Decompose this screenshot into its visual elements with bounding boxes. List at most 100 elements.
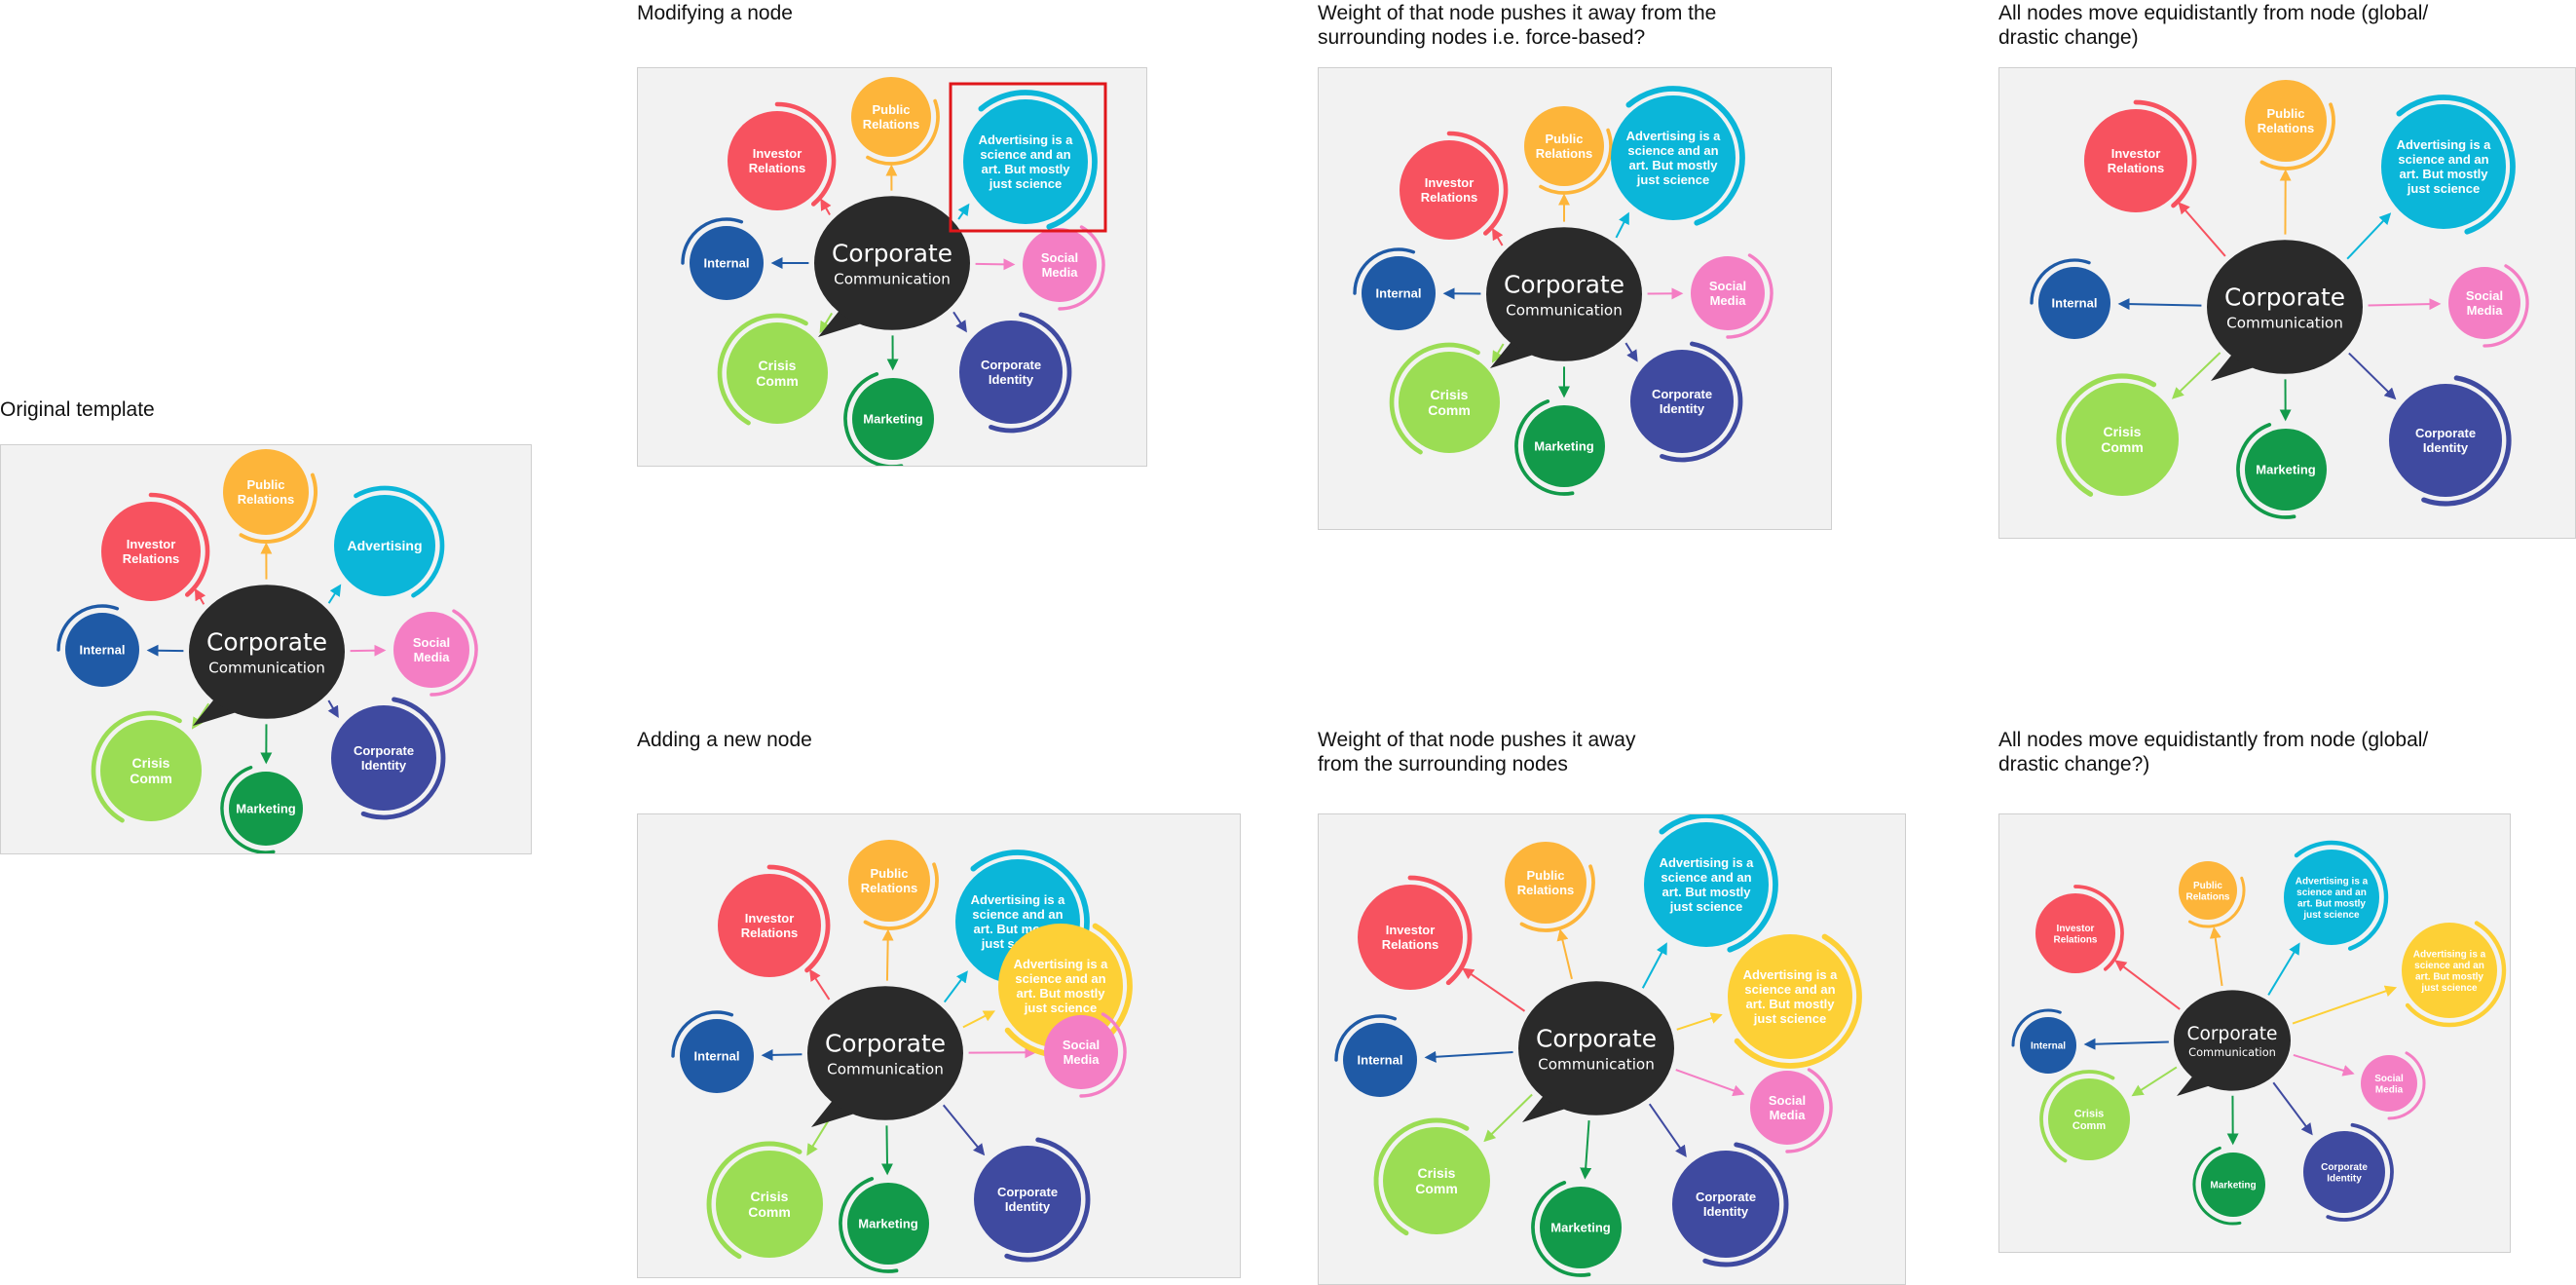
node-crisis-ring [1373,1117,1470,1236]
connector-social [2293,1054,2355,1077]
node-internal[interactable]: Internal [2030,258,2110,339]
connector-investor [194,587,206,605]
hub-title: Corporate [1504,270,1624,298]
node-internal-label: Internal [80,643,126,658]
node-internal[interactable]: Internal [2011,1008,2076,1074]
connector-public [2209,926,2223,987]
node-investor-circle [2035,893,2115,973]
node-internal[interactable]: Internal [681,217,764,300]
node-public-circle [1524,106,1604,186]
hub-title: Corporate [825,1029,946,1057]
node-investor-ring [1407,875,1473,986]
node-identity-ring [989,312,1072,434]
node-marketing[interactable]: Marketing [1514,399,1605,496]
node-investor-ring [148,492,210,597]
node-advertising[interactable]: Advertising [334,485,445,598]
hub-title: Corporate [1536,1024,1657,1052]
node-marketing[interactable]: Marketing [220,766,303,853]
node-internal-circle [2038,267,2110,339]
node-advertising-ring [2396,94,2516,235]
node-advertising-ring [1659,814,1778,953]
node-internal-ring [1334,1014,1398,1062]
node-marketing[interactable]: Marketing [843,372,934,466]
node-marketing[interactable]: Marketing [839,1177,929,1273]
node-advertising-circle [334,495,435,596]
connector-crisis [2171,352,2221,399]
node-internal-ring [56,604,120,652]
hub-title: Corporate [2224,283,2345,311]
node-internal[interactable]: Internal [56,604,139,687]
node-marketing[interactable]: Marketing [2192,1146,2265,1226]
node-internal[interactable]: Internal [1353,247,1436,330]
node-marketing[interactable]: Marketing [1531,1181,1622,1277]
node-internal[interactable]: Internal [671,1010,754,1093]
connector-added [2292,985,2398,1025]
node-public-ring [1519,864,1595,932]
node-internal-circle [2020,1017,2076,1074]
node-public-circle [223,449,309,535]
connector-internal [146,644,184,657]
node-marketing[interactable]: Marketing [2236,423,2327,519]
node-internal[interactable]: Internal [1334,1014,1417,1097]
node-identity-ring [1004,1137,1091,1263]
node-added-circle [2402,923,2497,1018]
